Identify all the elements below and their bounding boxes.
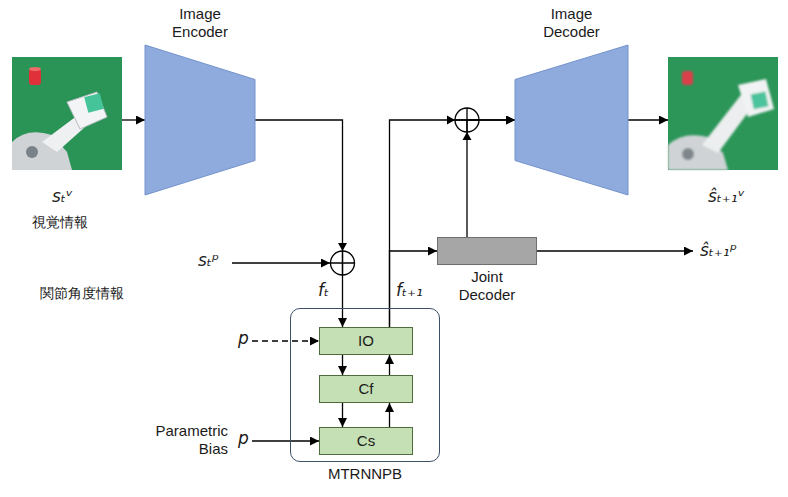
signal-arrow: [342, 355, 343, 375]
feature-symbol: fₜ: [318, 280, 329, 300]
pb-symbol: p: [238, 428, 249, 448]
label-slot: sₜᵖ: [198, 250, 219, 270]
label-slot: p: [238, 328, 249, 348]
encoder-trapezoid: Image Encoder: [145, 45, 255, 195]
image-input-arrow: [122, 119, 145, 120]
trapezoid-outline: [515, 45, 628, 195]
pb-symbol: p: [238, 328, 249, 348]
signal-arrow: [390, 251, 438, 327]
text-slot: Joint Decoder: [447, 268, 527, 304]
label-slot: Parametric Bias: [140, 422, 228, 458]
cs-layer-box: Cs: [319, 427, 413, 455]
predicted-camera-image: [668, 57, 778, 170]
layer-name: Cf: [359, 380, 374, 398]
image-background: [12, 57, 122, 170]
visual-info-label: 視覚情報: [32, 214, 88, 231]
text-slot: Cs: [320, 428, 412, 454]
joint-output-arrow: [537, 250, 693, 251]
text-slot: Image Encoder: [160, 5, 240, 41]
image-background: [668, 57, 778, 170]
text-slot: Image Decoder: [532, 5, 612, 41]
predicted-visual-symbol: ŝₜ₊₁ᵛ: [708, 186, 745, 206]
input-camera-image: [12, 57, 122, 170]
label-slot: sₜᵛ: [52, 186, 73, 206]
predicted-joint-symbol: ŝₜ₊₁ᵖ: [700, 240, 737, 260]
joint-decoder-box: Joint Decoder: [437, 237, 537, 265]
robot-joint: [26, 146, 38, 158]
label-slot: fₜ: [318, 280, 329, 300]
decoder-trapezoid: Image Decoder: [515, 45, 628, 195]
layer-name: Cs: [357, 432, 375, 450]
signal-arrow: [467, 120, 515, 237]
label-slot: fₜ₊₁: [396, 280, 423, 300]
mtrnnpb-frame: MTRNNPBIOCfCs: [290, 308, 440, 462]
trapezoid-shape: [515, 45, 628, 195]
block-title: MTRNNPB: [328, 465, 402, 483]
signal-arrow: [389, 355, 390, 375]
block-title: Image Encoder: [160, 5, 240, 41]
trapezoid-shape: [145, 45, 255, 195]
joint-input-arrow: [232, 262, 330, 263]
pb-dashed-arrow: [252, 340, 319, 341]
text-slot: Cf: [320, 376, 412, 402]
block-title: Joint Decoder: [447, 268, 527, 304]
red-object-top: [29, 67, 41, 71]
cf-layer-box: Cf: [319, 375, 413, 403]
io-layer-box: IO: [319, 327, 413, 355]
red-object: [682, 71, 693, 85]
block-title: Image Decoder: [532, 5, 612, 41]
image-output-arrow: [628, 119, 668, 120]
red-object: [29, 69, 41, 85]
signal-arrow: [389, 403, 390, 427]
visual-state-symbol: sₜᵛ: [52, 186, 73, 206]
text-slot: MTRNNPB: [328, 465, 402, 483]
joint-angle-label: 関節角度情報: [40, 285, 124, 302]
text-slot: IO: [320, 328, 412, 354]
joint-state-symbol: sₜᵖ: [198, 250, 219, 270]
layer-name: IO: [358, 332, 374, 350]
hand-marker: [751, 91, 769, 109]
next-feature-symbol: fₜ₊₁: [396, 280, 423, 300]
sum-symbol: [447, 108, 479, 140]
label-slot: 関節角度情報: [40, 285, 124, 302]
robot-hand: [738, 79, 774, 117]
label-slot: p: [238, 428, 249, 448]
pb-label: Parametric Bias: [140, 422, 228, 458]
robot-hand: [67, 92, 107, 129]
label-slot: ŝₜ₊₁ᵛ: [708, 186, 745, 206]
label-slot: 視覚情報: [32, 214, 88, 231]
signal-arrow: [255, 120, 343, 327]
hand-marker: [84, 93, 104, 113]
signal-arrow: [342, 403, 343, 427]
trapezoid-outline: [145, 45, 255, 195]
pb-arrow: [252, 440, 319, 441]
label-slot: ŝₜ₊₁ᵖ: [700, 240, 737, 260]
robot-joint: [682, 148, 694, 160]
